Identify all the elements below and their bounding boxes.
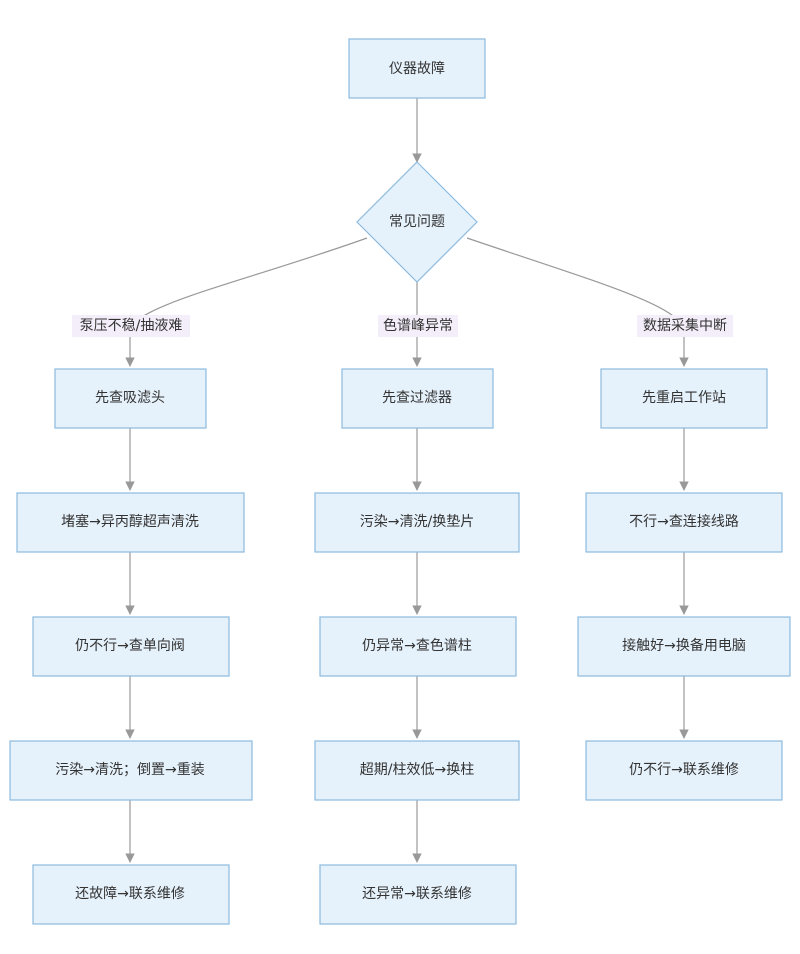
b2-step-4-label: 超期/柱效低→换柱 [360, 761, 474, 778]
edge-decision-to-branch-3 [466, 237, 689, 367]
branch-3: 先重启工作站 不行→查连接线路 接触好→换备用电脑 仍不行→联系维修 [577, 368, 791, 801]
edge-decision-to-branch-1 [125, 237, 368, 367]
b3-step-2: 不行→查连接线路 [585, 492, 783, 553]
edge-label-branch-1: 泵压不稳/抽液难 [72, 315, 190, 337]
b2-step-4: 超期/柱效低→换柱 [314, 740, 520, 801]
edge-label-branch-3: 数据采集中断 [637, 315, 733, 337]
b1-step-5-label: 还故障→联系维修 [75, 886, 185, 902]
branch-2-condition: 色谱峰异常 [383, 317, 453, 334]
b2-step-3-label: 仍异常→查色谱柱 [362, 637, 472, 654]
branch-3-condition: 数据采集中断 [643, 317, 727, 334]
b3-step-2-label: 不行→查连接线路 [629, 513, 739, 530]
edge-labels: 泵压不稳/抽液难 色谱峰异常 数据采集中断 [72, 315, 733, 337]
edge-label-branch-2: 色谱峰异常 [378, 315, 458, 337]
b1-step-1-label: 先查吸滤头 [95, 390, 165, 406]
b2-step-5: 还异常→联系维修 [319, 864, 517, 925]
b3-step-4: 仍不行→联系维修 [585, 740, 783, 801]
branch-1: 先查吸滤头 堵塞→异丙醇超声清洗 仍不行→查单向阀 污染→清洗；倒置→重装 还故… [9, 368, 253, 925]
branch-1-condition: 泵压不稳/抽液难 [80, 318, 183, 334]
b2-step-1: 先查过滤器 [341, 368, 494, 429]
b1-step-4: 污染→清洗；倒置→重装 [9, 740, 253, 801]
b1-step-2-label: 堵塞→异丙醇超声清洗 [61, 513, 199, 530]
b1-step-3: 仍不行→查单向阀 [32, 616, 230, 677]
b3-step-1-label: 先重启工作站 [642, 390, 726, 406]
b2-step-3: 仍异常→查色谱柱 [319, 616, 517, 677]
node-decision: 常见问题 [356, 161, 478, 283]
b2-step-2-label: 污染→清洗/换垫片 [360, 513, 474, 530]
b1-step-4-label: 污染→清洗；倒置→重装 [55, 762, 204, 778]
edges [125, 98, 689, 863]
branch-2: 先查过滤器 污染→清洗/换垫片 仍异常→查色谱柱 超期/柱效低→换柱 还异常→联… [314, 368, 520, 925]
b2-step-2: 污染→清洗/换垫片 [314, 492, 520, 553]
b1-step-5: 还故障→联系维修 [32, 864, 230, 925]
node-root-label: 仪器故障 [389, 61, 445, 77]
node-root: 仪器故障 [348, 38, 486, 99]
b2-step-5-label: 还异常→联系维修 [362, 886, 472, 902]
b3-step-1: 先重启工作站 [600, 368, 768, 429]
b2-step-1-label: 先查过滤器 [382, 390, 452, 406]
b1-step-1: 先查吸滤头 [54, 368, 207, 429]
b1-step-3-label: 仍不行→查单向阀 [75, 638, 185, 654]
b3-step-3: 接触好→换备用电脑 [577, 616, 791, 677]
node-decision-label: 常见问题 [389, 214, 445, 230]
b3-step-4-label: 仍不行→联系维修 [629, 762, 739, 778]
b3-step-3-label: 接触好→换备用电脑 [622, 637, 746, 654]
b1-step-2: 堵塞→异丙醇超声清洗 [16, 492, 245, 553]
